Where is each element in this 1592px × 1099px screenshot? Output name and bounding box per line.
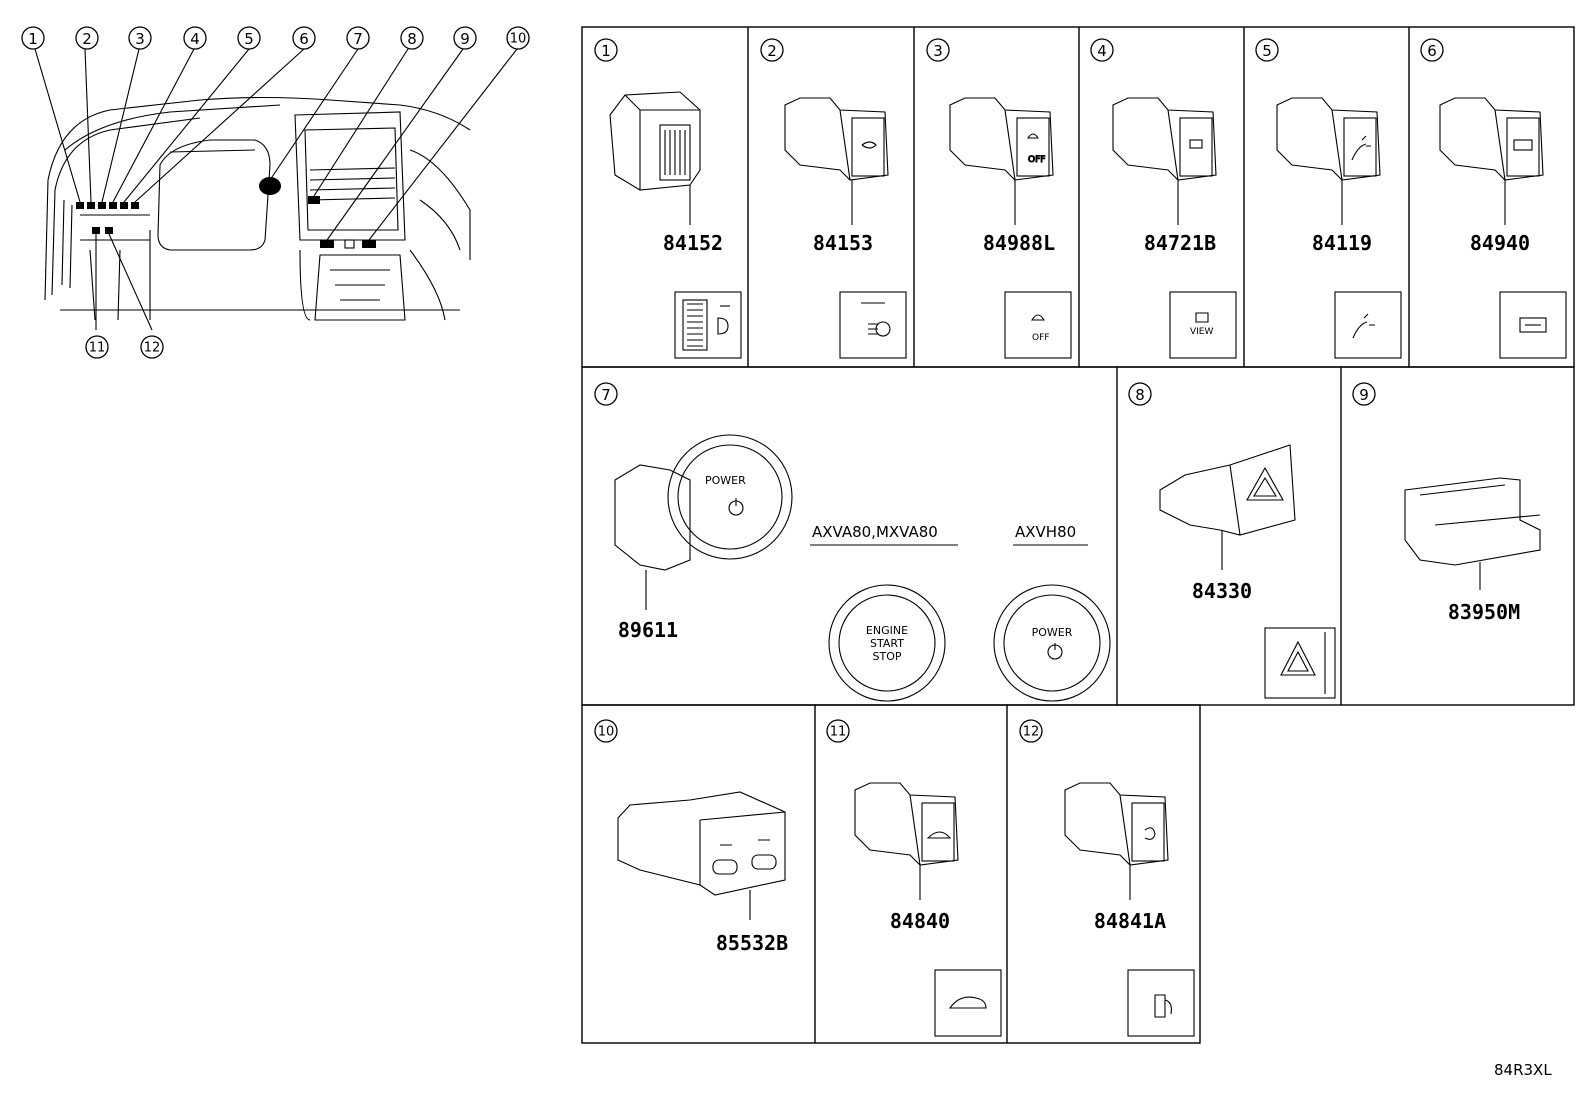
icon-text-off: OFF: [1032, 333, 1049, 343]
callout-10: 10: [510, 32, 527, 47]
variant-axvh80: AXVH80: [1015, 523, 1076, 541]
part-84330: 84330: [1192, 579, 1252, 603]
hazard-switch-drawing: [1159, 444, 1296, 570]
switch-84988L-drawing: OFF: [949, 97, 1054, 225]
part-84841A: 84841A: [1094, 909, 1166, 933]
engine-label: ENGINE: [866, 624, 908, 637]
part-89611: 89611: [618, 618, 678, 642]
headlight-level-icon: [674, 291, 742, 359]
icon-text-off-small: OFF: [1028, 155, 1045, 165]
trunk-open-icon: [934, 969, 1002, 1037]
camera-view-icon: [1169, 291, 1237, 359]
cell-2-index: 2: [767, 42, 777, 60]
callout-7: 7: [353, 30, 363, 48]
callout-5: 5: [244, 30, 254, 48]
diagram-code: 84R3XL: [1494, 1061, 1552, 1079]
power-switch-drawing: [614, 434, 793, 610]
callout-3: 3: [135, 30, 145, 48]
power-label: POWER: [1032, 626, 1073, 639]
part-84721B: 84721B: [1144, 231, 1216, 255]
cell-8-index: 8: [1135, 386, 1145, 404]
callout-2: 2: [82, 30, 92, 48]
part-84119: 84119: [1312, 231, 1372, 255]
part-84153: 84153: [813, 231, 873, 255]
part-83950M: 83950M: [1448, 600, 1520, 624]
variant-axva80-mxva80: AXVA80,MXVA80: [812, 523, 938, 541]
callout-8: 8: [407, 30, 417, 48]
cell-5-index: 5: [1262, 42, 1272, 60]
hazard-icon: [1264, 627, 1336, 699]
callout-11: 11: [89, 341, 106, 356]
switch-84119-drawing: [1276, 97, 1381, 225]
power-switch-label: POWER: [705, 474, 746, 487]
part-84840: 84840: [890, 909, 950, 933]
callout-12: 12: [144, 341, 161, 356]
cell-3-index: 3: [933, 42, 943, 60]
cell-6-index: 6: [1427, 42, 1437, 60]
cell-10-index: 10: [598, 725, 615, 740]
dashboard-overview: 1 2 3 4 5 6 7 8 9 10 11 12: [21, 26, 530, 359]
switch-84940-drawing: [1439, 97, 1544, 225]
fuel-door-icon: [1127, 969, 1195, 1037]
wiper-icon: [1334, 291, 1402, 359]
switch-84721B-drawing: [1112, 97, 1217, 225]
panel-83950M-drawing: [1404, 477, 1541, 590]
cell-7-index: 7: [601, 386, 611, 404]
callout-6: 6: [299, 30, 309, 48]
start-label: START: [870, 637, 904, 650]
cell-4-index: 4: [1097, 42, 1107, 60]
stop-label: STOP: [873, 650, 902, 663]
cell-11-index: 11: [830, 725, 847, 740]
auto-headlight-icon: [839, 291, 907, 359]
part-84988L: 84988L: [983, 231, 1055, 255]
switch-84153-drawing: [784, 97, 889, 225]
cell-9-index: 9: [1359, 386, 1369, 404]
switch-84152-drawing: [609, 91, 701, 225]
part-84940: 84940: [1470, 231, 1530, 255]
cell-12-index: 12: [1023, 725, 1040, 740]
heater-icon: [1499, 291, 1567, 359]
icon-text-view: VIEW: [1190, 327, 1213, 337]
callout-9: 9: [460, 30, 470, 48]
part-85532B: 85532B: [716, 931, 788, 955]
traction-off-icon: [1004, 291, 1072, 359]
callout-4: 4: [190, 30, 200, 48]
usb-85532B-drawing: [617, 791, 786, 920]
callout-1: 1: [28, 30, 38, 48]
part-84152: 84152: [663, 231, 723, 255]
parts-grid: [581, 26, 1575, 1044]
cell-1-index: 1: [601, 42, 611, 60]
fuel-door-switch-drawing: [1064, 782, 1169, 900]
trunk-switch-drawing: [854, 782, 959, 900]
